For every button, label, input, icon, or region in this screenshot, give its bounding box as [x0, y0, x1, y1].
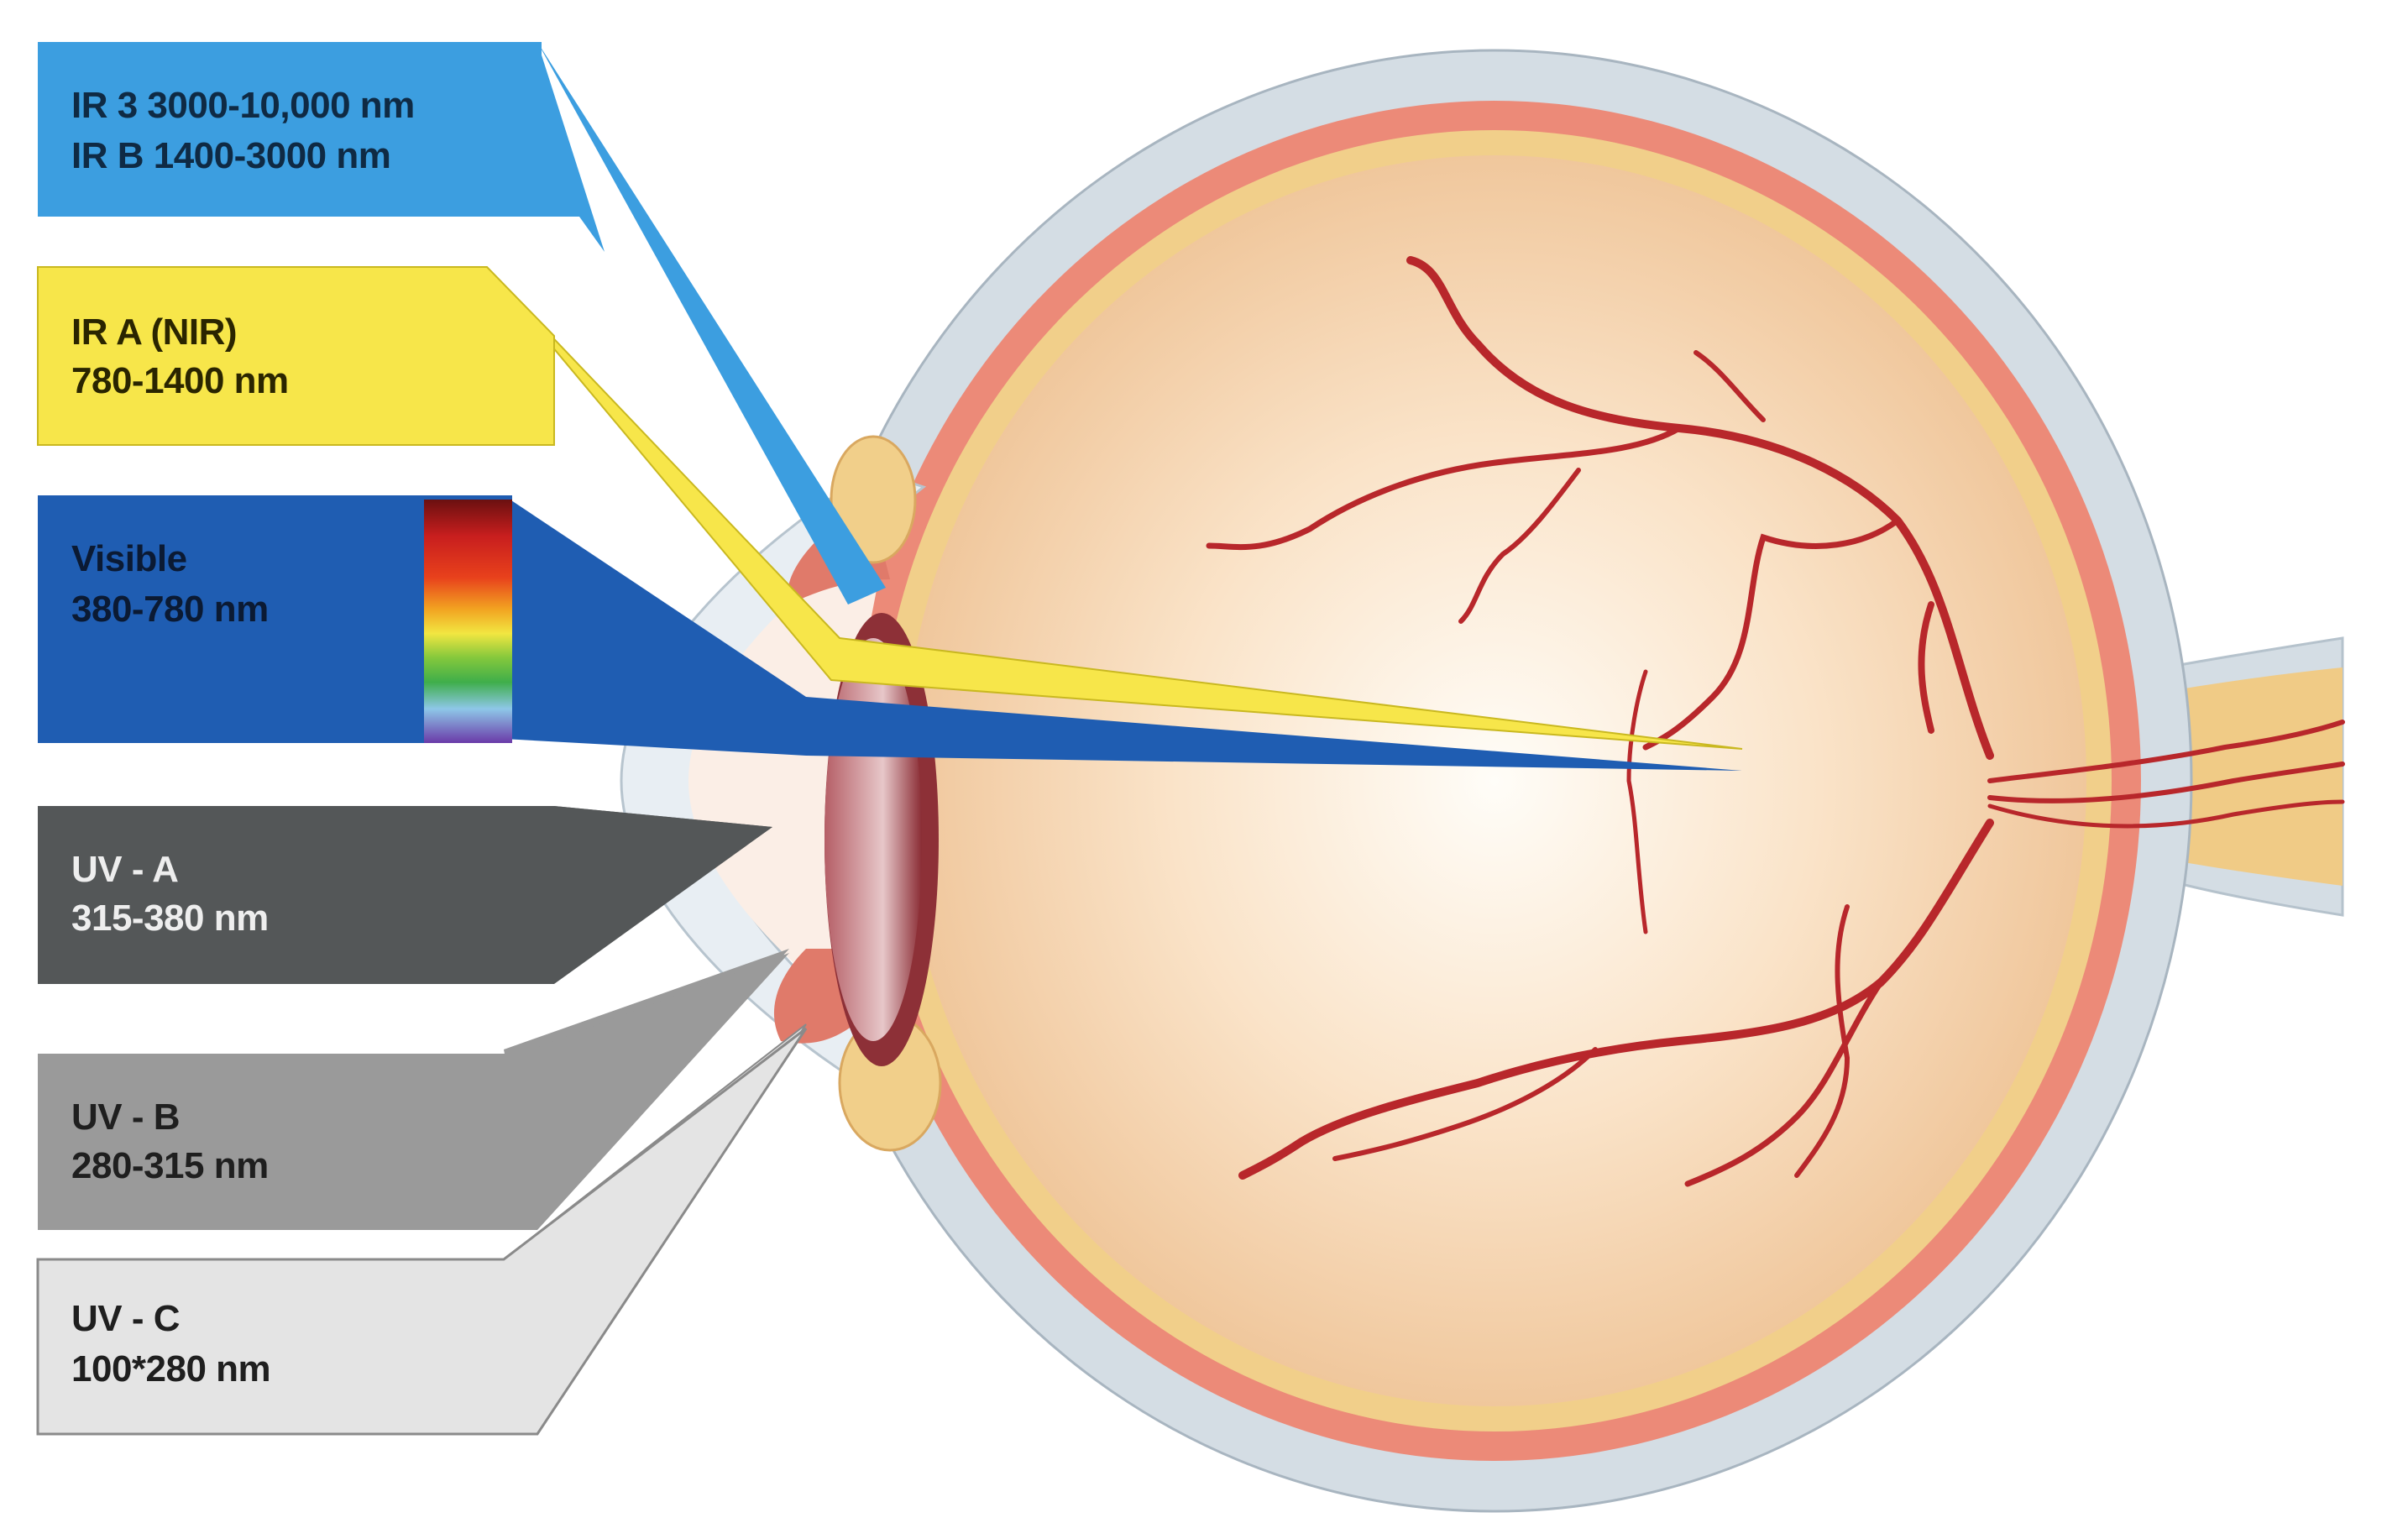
vitreous-body	[903, 155, 2086, 1406]
eyeball	[796, 49, 2193, 1513]
band-uv-b: UV - B 280-315 nm	[38, 953, 789, 1230]
band-visible-line2: 380-780 nm	[71, 589, 269, 630]
band-uv-c-line1: UV - C	[71, 1298, 180, 1339]
ciliary-body-upper	[830, 435, 917, 564]
band-labels: IR 3 3000-10,000 nm IR B 1400-3000 nm IR…	[36, 42, 808, 1436]
band-ir-b-c: IR 3 3000-10,000 nm IR B 1400-3000 nm	[38, 42, 605, 252]
band-ir-a-line2: 780-1400 nm	[71, 360, 289, 401]
band-visible-line1: Visible	[71, 538, 187, 579]
band-uv-b-line1: UV - B	[71, 1096, 180, 1138]
band-ir-b-c-line2: IR B 1400-3000 nm	[71, 135, 390, 176]
band-uv-c: UV - C 100*280 nm	[36, 1027, 808, 1436]
band-uv-a: UV - A 315-380 nm	[38, 806, 772, 984]
band-visible: Visible 380-780 nm	[38, 495, 512, 743]
ir-a-beam	[486, 268, 1743, 750]
visible-spectrum-swatch	[424, 500, 512, 743]
band-uv-a-line2: 315-380 nm	[71, 898, 269, 939]
retinal-vessels	[1206, 256, 2345, 1187]
band-uv-c-line2: 100*280 nm	[71, 1348, 270, 1390]
band-ir-a: IR A (NIR) 780-1400 nm	[37, 266, 555, 446]
ir-b-c-beam	[537, 42, 886, 604]
band-uv-a-line1: UV - A	[71, 849, 178, 890]
band-ir-a-line1: IR A (NIR)	[71, 311, 237, 353]
lens	[824, 638, 922, 1041]
visible-beam	[504, 495, 1742, 771]
band-uv-b-line2: 280-315 nm	[71, 1145, 269, 1186]
band-ir-b-c-line1: IR 3 3000-10,000 nm	[71, 85, 415, 126]
